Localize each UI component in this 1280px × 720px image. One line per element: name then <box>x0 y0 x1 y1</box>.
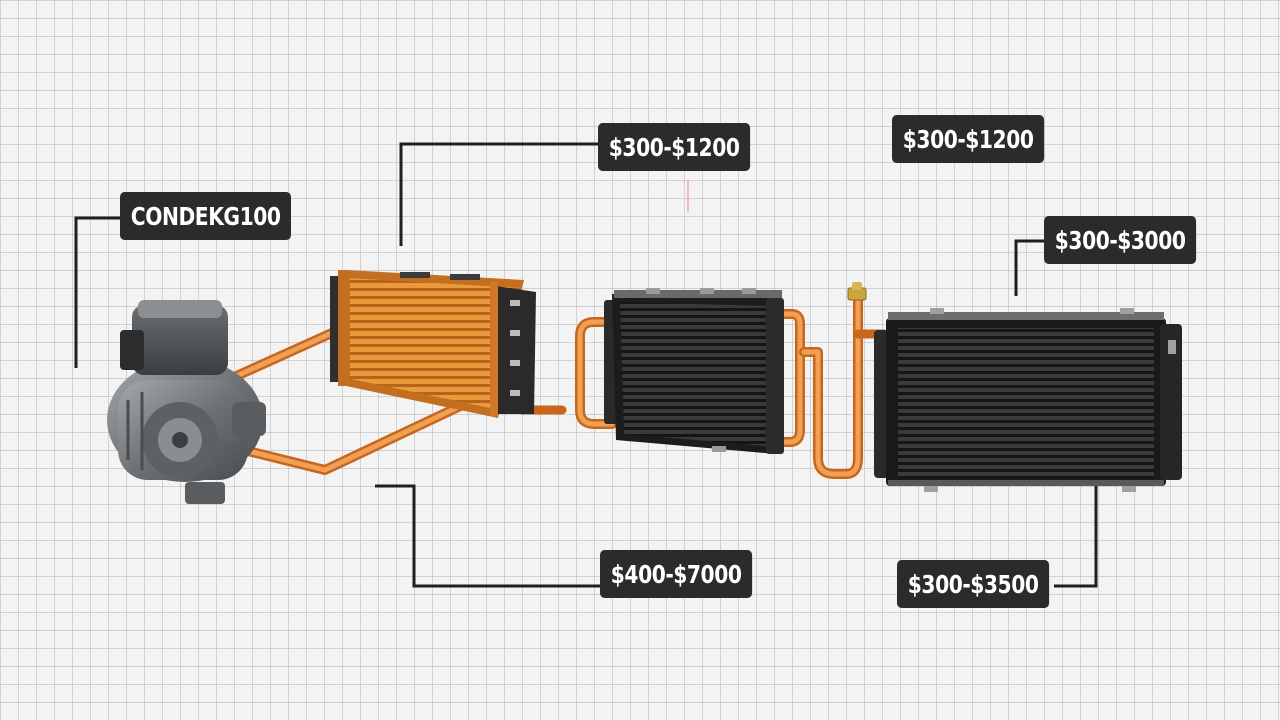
leader-line-condenser <box>1054 486 1098 588</box>
leader-lines <box>74 142 1098 588</box>
label-expansion-valve-price: $300-$1200 <box>892 115 1045 163</box>
leader-line-compressor <box>74 216 122 368</box>
dark-heat-exchanger-icon <box>604 288 784 454</box>
dark-condenser-icon <box>874 308 1182 492</box>
compressor-icon <box>107 300 266 504</box>
copper-pipe-icon <box>227 291 889 479</box>
valve-icon <box>847 282 867 301</box>
orange-evaporator-icon <box>330 270 536 418</box>
leader-line-evaporator <box>399 142 600 246</box>
label-condenser-price: $300-$3500 <box>897 560 1050 608</box>
label-evaporator-price: $300-$1200 <box>598 123 751 171</box>
label-receiver-price: $300-$3000 <box>1044 216 1197 264</box>
leader-line-lines <box>375 484 602 588</box>
label-compressor: CONDEKG100 <box>120 192 292 240</box>
leader-line-receiver <box>1014 239 1046 296</box>
label-lines-price: $400-$7000 <box>600 550 753 598</box>
